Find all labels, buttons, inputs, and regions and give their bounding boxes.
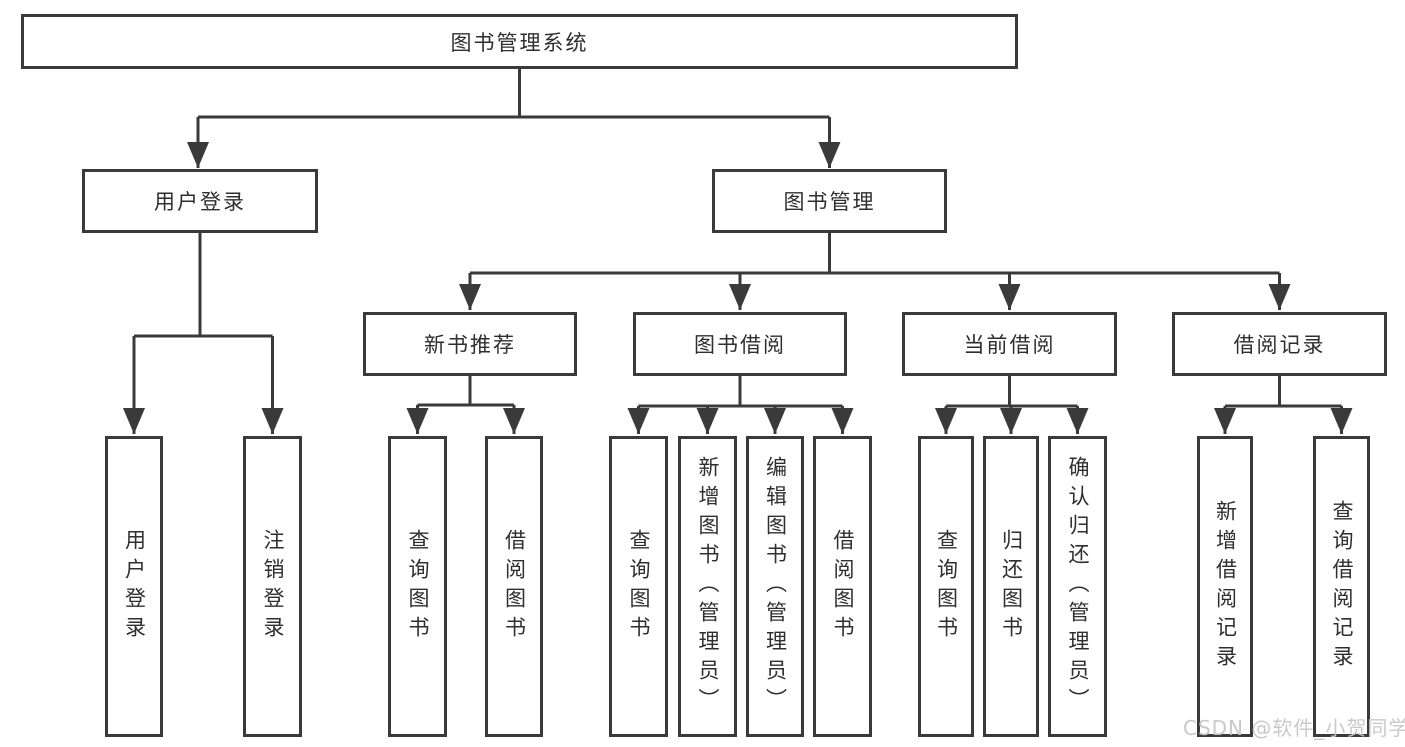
- leaf-bb-edit-books-label: 编辑图书（管理员）: [763, 456, 788, 717]
- node-book-mgmt-label: 图书管理: [783, 190, 876, 214]
- leaf-br-query-record: 查询借阅记录: [1313, 436, 1370, 737]
- node-current-borrow-label: 当前借阅: [963, 333, 1056, 357]
- leaf-rec-borrow-books: 借阅图书: [485, 436, 543, 737]
- node-root-label: 图书管理系统: [450, 30, 589, 55]
- leaf-bb-borrow-books-label: 借阅图书: [831, 528, 855, 645]
- leaf-logout-label: 注销登录: [261, 528, 285, 645]
- leaf-br-add-record: 新增借阅记录: [1197, 436, 1253, 737]
- node-new-book-rec-label: 新书推荐: [424, 333, 516, 357]
- leaf-user-login: 用户登录: [105, 436, 163, 737]
- node-book-borrow-label: 图书借阅: [694, 333, 786, 357]
- leaf-bb-edit-books: 编辑图书（管理员）: [746, 436, 804, 737]
- leaf-br-add-record-label: 新增借阅记录: [1213, 499, 1238, 674]
- leaf-rec-query-books: 查询图书: [388, 436, 447, 737]
- leaf-rec-borrow-books-label: 借阅图书: [502, 528, 527, 645]
- leaf-bb-query-books-label: 查询图书: [627, 528, 651, 645]
- node-borrow-record: 借阅记录: [1172, 312, 1387, 376]
- csdn-watermark: CSDN @软件_小贺同学: [1183, 716, 1405, 740]
- node-user-login-label: 用户登录: [154, 190, 246, 214]
- leaf-bb-borrow-books: 借阅图书: [813, 436, 872, 737]
- leaf-cb-return-books: 归还图书: [983, 436, 1039, 737]
- leaf-cb-return-books-label: 归还图书: [999, 528, 1024, 645]
- node-book-mgmt: 图书管理: [712, 169, 947, 233]
- node-book-borrow: 图书借阅: [633, 312, 847, 376]
- node-borrow-record-label: 借阅记录: [1233, 333, 1326, 357]
- leaf-bb-query-books: 查询图书: [609, 436, 668, 737]
- node-user-login: 用户登录: [82, 169, 318, 233]
- leaf-cb-query-books-label: 查询图书: [934, 528, 959, 645]
- leaf-rec-query-books-label: 查询图书: [406, 528, 430, 645]
- node-new-book-rec: 新书推荐: [363, 312, 577, 376]
- leaf-logout: 注销登录: [243, 436, 302, 737]
- leaf-bb-add-books: 新增图书（管理员）: [678, 436, 737, 737]
- leaf-cb-confirm-return: 确认归还（管理员）: [1048, 436, 1107, 737]
- leaf-user-login-label: 用户登录: [122, 528, 147, 645]
- node-root: 图书管理系统: [21, 14, 1018, 69]
- node-current-borrow: 当前借阅: [902, 312, 1117, 376]
- leaf-cb-confirm-return-label: 确认归还（管理员）: [1066, 456, 1090, 717]
- leaf-cb-query-books: 查询图书: [918, 436, 974, 737]
- leaf-br-query-record-label: 查询借阅记录: [1330, 499, 1354, 674]
- leaf-bb-add-books-label: 新增图书（管理员）: [696, 456, 720, 717]
